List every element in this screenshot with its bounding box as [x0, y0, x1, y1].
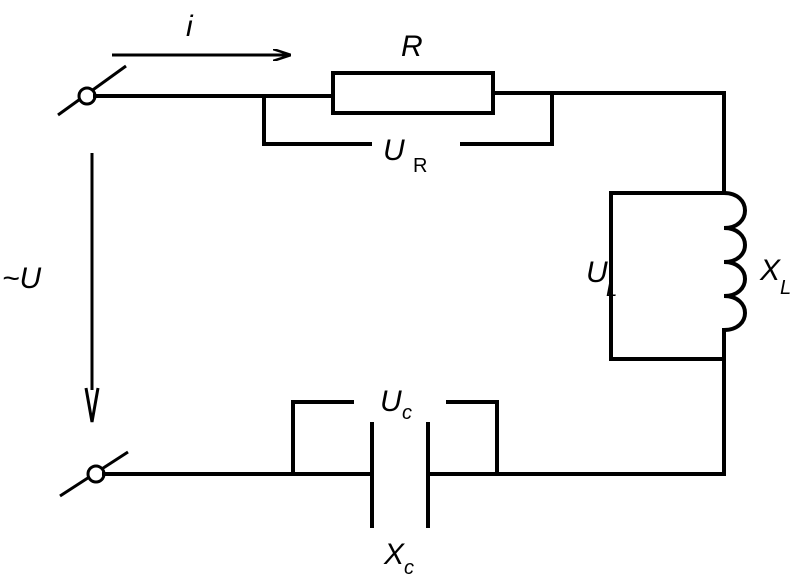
ur-sub: R: [413, 155, 427, 177]
ur-label: U R: [383, 134, 427, 177]
xc-main: X: [383, 538, 405, 571]
uc-sub: c: [402, 402, 412, 424]
uc-bracket: [291, 400, 499, 476]
resistor-symbol: [331, 71, 495, 115]
top-terminal: [57, 64, 127, 117]
xl-main: X: [759, 254, 781, 287]
ur-main: U: [383, 134, 405, 167]
source-voltage-label: ~U: [2, 262, 42, 295]
current-label: i: [186, 10, 194, 43]
xc-label: X c: [383, 538, 414, 579]
capacitor-symbol: [370, 422, 430, 528]
xc-sub: c: [404, 557, 414, 579]
ul-label: U L: [586, 256, 617, 301]
voltage-arrowhead: [84, 387, 100, 423]
ul-main: U: [586, 256, 608, 289]
ur-bracket: [262, 91, 554, 146]
xl-sub: L: [780, 277, 791, 299]
ul-bracket: [609, 191, 726, 361]
inductor-symbol: [721, 190, 747, 333]
uc-main: U: [380, 385, 402, 418]
xl-label: X L: [759, 254, 791, 299]
top-wire: [93, 91, 726, 98]
uc-label: U c: [380, 385, 412, 424]
resistor-label: R: [401, 30, 423, 63]
ul-sub: L: [606, 279, 617, 301]
